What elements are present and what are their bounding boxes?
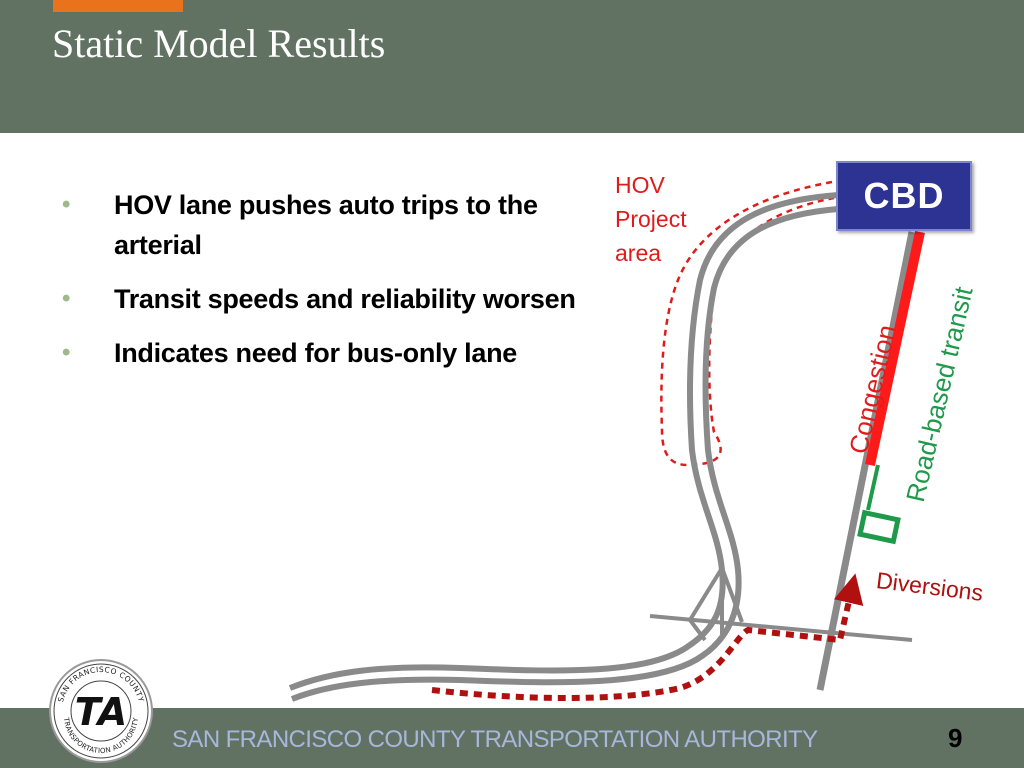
hov-project-area-label: HOV Project area xyxy=(615,168,715,270)
logo-mark: TA xyxy=(75,690,127,734)
page-number: 9 xyxy=(948,723,963,753)
corridor-diagram xyxy=(288,180,925,702)
bullet-text: HOV lane pushes auto trips to the arteri… xyxy=(114,190,538,260)
bullet-dot-icon: • xyxy=(62,339,71,366)
bullet-dot-icon: • xyxy=(62,191,71,218)
footer-bar: SAN FRANCISCO COUNTY TRANSPORTATION AUTH… xyxy=(0,708,1024,768)
bullet-item: • Transit speeds and reliability worsen xyxy=(62,279,592,319)
bullet-text: Indicates need for bus-only lane xyxy=(114,338,517,368)
freeway-line xyxy=(290,206,839,702)
transit-vehicle-icon xyxy=(857,509,901,545)
diversion-path xyxy=(431,573,864,701)
congestion-segment xyxy=(865,230,925,467)
transit-segment xyxy=(866,464,880,511)
bullet-item: • HOV lane pushes auto trips to the arte… xyxy=(62,185,592,265)
bullet-text: Transit speeds and reliability worsen xyxy=(114,284,576,314)
cross-street xyxy=(649,614,913,642)
hov-label-line: HOV xyxy=(615,172,665,198)
freeway-line xyxy=(288,192,839,691)
slide-title: Static Model Results xyxy=(52,21,386,66)
agency-name: SAN FRANCISCO COUNTY TRANSPORTATION AUTH… xyxy=(172,726,818,753)
interchange-ramp xyxy=(720,567,744,623)
bullet-list: • HOV lane pushes auto trips to the arte… xyxy=(62,185,592,387)
hov-label-line: area xyxy=(615,240,662,266)
hov-label-line: Project xyxy=(615,206,687,232)
cbd-box: CBD xyxy=(836,161,972,231)
agency-logo: SAN FRANCISCO COUNTY TRANSPORTATION AUTH… xyxy=(49,659,153,763)
bullet-dot-icon: • xyxy=(62,285,71,312)
accent-bar xyxy=(53,0,183,12)
bullet-item: • Indicates need for bus-only lane xyxy=(62,333,592,373)
header-bar: Static Model Results xyxy=(0,0,1024,133)
